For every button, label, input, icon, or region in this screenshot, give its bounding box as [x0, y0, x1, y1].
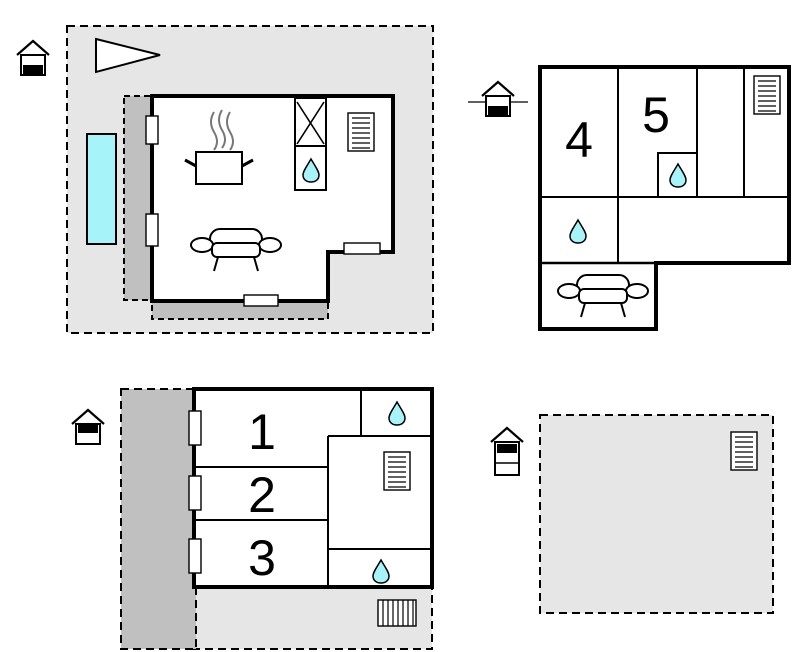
stairs-icon	[383, 451, 411, 491]
room-label-3: 3	[248, 530, 276, 586]
window	[145, 213, 159, 247]
north-arrow-icon	[95, 37, 161, 74]
house-floor-icon	[468, 80, 528, 118]
window	[188, 410, 202, 446]
radiator-icon	[377, 599, 417, 627]
window	[145, 115, 159, 145]
plan-ground-floor	[66, 25, 434, 334]
room-label-1: 1	[248, 404, 276, 460]
plan-bedroom-floor: 1 2 3	[120, 387, 434, 650]
room-label-4: 4	[565, 112, 593, 168]
cooking-pot-icon	[184, 109, 254, 185]
stairs-icon	[753, 75, 781, 115]
terrace-bottom	[151, 298, 329, 320]
house-floor-icon	[490, 426, 524, 476]
pool-icon	[86, 133, 117, 245]
window	[188, 475, 202, 511]
plan-attic	[539, 414, 774, 614]
window	[343, 242, 381, 255]
stairs-icon	[730, 431, 758, 471]
terrace-side	[120, 388, 197, 650]
house-floor-icon	[70, 408, 106, 446]
window	[188, 538, 202, 574]
plan-first-floor: 4 5	[538, 65, 791, 331]
house-floor-icon	[15, 39, 51, 77]
stairs-icon	[347, 112, 375, 152]
window	[243, 294, 279, 307]
room-label-5: 5	[642, 87, 670, 143]
room-label-2: 2	[248, 467, 276, 523]
